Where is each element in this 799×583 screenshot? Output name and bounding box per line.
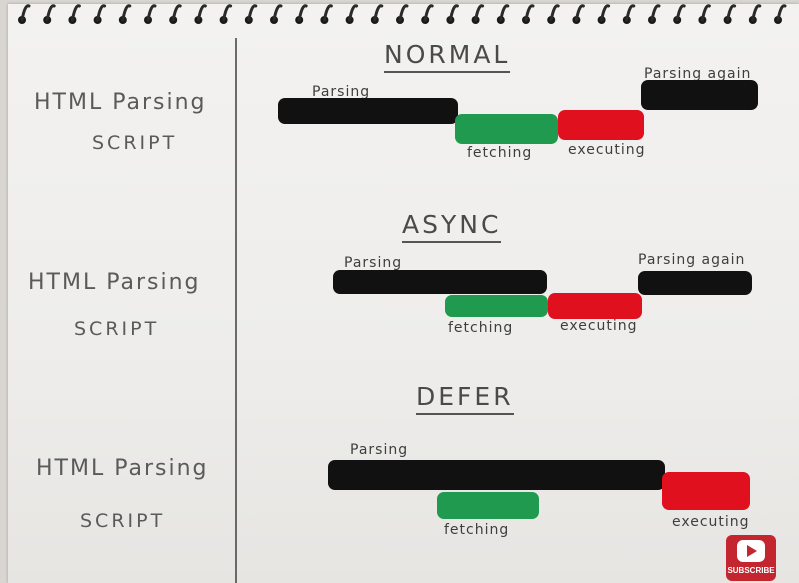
subscribe-label: SUBSCRIBE	[727, 566, 775, 575]
bar-fetching	[445, 295, 548, 317]
bar-executing	[558, 110, 644, 140]
heading-async: ASYNC	[402, 210, 502, 243]
label-fetching: fetching	[444, 522, 510, 538]
bar-fetching	[437, 492, 539, 519]
binding-ring	[171, 4, 182, 22]
binding-ring	[549, 4, 560, 22]
binding-ring	[499, 4, 510, 22]
binding-ring	[96, 4, 107, 22]
side-label-html-parsing: HTML Parsing	[28, 270, 201, 295]
side-label-script: SCRIPT	[80, 510, 166, 532]
heading-normal: NORMAL	[384, 40, 511, 73]
binding-ring	[196, 4, 207, 22]
bar-parsing	[333, 270, 547, 294]
label-parsing-again: Parsing again	[638, 252, 746, 268]
bar-parsing-again	[641, 80, 758, 110]
label-parsing: Parsing	[344, 255, 403, 271]
binding-ring	[776, 4, 787, 22]
binding-ring	[625, 4, 636, 22]
label-parsing: Parsing	[350, 442, 409, 458]
label-executing: executing	[672, 514, 750, 530]
label-executing: executing	[568, 142, 646, 158]
binding-ring	[222, 4, 233, 22]
binding-ring	[247, 4, 258, 22]
bar-fetching	[455, 114, 558, 144]
vertical-divider	[235, 38, 237, 583]
label-fetching: fetching	[448, 320, 514, 336]
binding-ring	[574, 4, 585, 22]
bar-parsing	[278, 98, 458, 124]
label-fetching: fetching	[467, 145, 533, 161]
bar-executing	[548, 293, 642, 319]
side-label-html-parsing: HTML Parsing	[34, 90, 207, 115]
binding-ring	[20, 4, 31, 22]
binding-ring	[524, 4, 535, 22]
binding-ring	[448, 4, 459, 22]
subscribe-button[interactable]: SUBSCRIBE	[726, 535, 776, 581]
youtube-play-icon	[737, 540, 765, 562]
binding-ring	[322, 4, 333, 22]
side-label-script: SCRIPT	[74, 318, 160, 340]
binding-ring	[348, 4, 359, 22]
heading-defer: DEFER	[416, 382, 514, 415]
binding-ring	[297, 4, 308, 22]
bar-parsing	[328, 460, 665, 490]
binding-ring	[726, 4, 737, 22]
binding-ring	[398, 4, 409, 22]
binding-ring	[121, 4, 132, 22]
side-label-html-parsing: HTML Parsing	[36, 456, 209, 481]
label-parsing: Parsing	[312, 84, 371, 100]
side-label-script: SCRIPT	[92, 132, 178, 154]
binding-ring	[675, 4, 686, 22]
binding-ring	[272, 4, 283, 22]
binding-ring	[70, 4, 81, 22]
label-executing: executing	[560, 318, 638, 334]
binding-ring	[600, 4, 611, 22]
binding-ring	[373, 4, 384, 22]
binding-ring	[45, 4, 56, 22]
binding-ring	[474, 4, 485, 22]
bar-executing	[662, 472, 750, 510]
spiral-binding	[18, 4, 787, 24]
binding-ring	[751, 4, 762, 22]
binding-ring	[700, 4, 711, 22]
binding-ring	[423, 4, 434, 22]
binding-ring	[146, 4, 157, 22]
label-parsing-again: Parsing again	[644, 66, 752, 82]
binding-ring	[650, 4, 661, 22]
bar-parsing-again	[638, 271, 752, 295]
